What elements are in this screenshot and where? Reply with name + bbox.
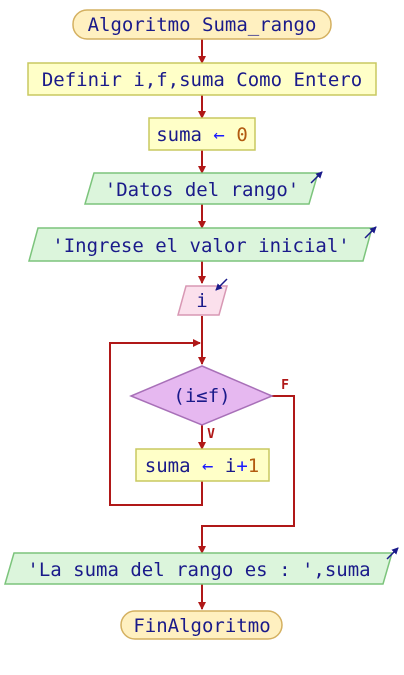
output-arrow-icon bbox=[310, 171, 323, 184]
false-label: F bbox=[281, 378, 289, 393]
start-label: Algoritmo Suma_rango bbox=[88, 14, 317, 36]
loop-body-node: suma ← i+1 bbox=[135, 448, 270, 482]
input-label: i bbox=[196, 290, 207, 312]
output2-label: 'Ingrese el valor inicial' bbox=[52, 235, 349, 257]
input-node: i bbox=[177, 278, 228, 316]
loop-body-label: suma ← i+1 bbox=[145, 455, 259, 477]
output-node-3: 'La suma del rango es : ',suma bbox=[4, 547, 399, 585]
loop-back-line bbox=[109, 339, 203, 506]
decision-node: (i≤f) V F bbox=[129, 365, 289, 442]
output-arrow-icon bbox=[386, 547, 399, 560]
output-node-2: 'Ingrese el valor inicial' bbox=[28, 226, 377, 262]
output-arrow-icon bbox=[364, 226, 377, 239]
true-label: V bbox=[207, 427, 215, 442]
output-node-1: 'Datos del rango' bbox=[84, 171, 323, 205]
false-branch-line bbox=[198, 395, 295, 554]
end-node: FinAlgoritmo bbox=[120, 610, 283, 640]
connectors bbox=[109, 39, 295, 610]
condition-label: (i≤f) bbox=[173, 385, 230, 407]
define-node: Definir i,f,suma Como Entero bbox=[27, 62, 377, 96]
define-label: Definir i,f,suma Como Entero bbox=[42, 69, 362, 91]
start-node: Algoritmo Suma_rango bbox=[72, 9, 332, 40]
output3-label: 'La suma del rango es : ',suma bbox=[27, 559, 370, 581]
end-label: FinAlgoritmo bbox=[133, 615, 270, 637]
input-arrow-icon bbox=[215, 278, 228, 291]
output1-label: 'Datos del rango' bbox=[105, 179, 299, 201]
assign-label: suma ← 0 bbox=[156, 124, 248, 146]
assign-node: suma ← 0 bbox=[148, 117, 256, 151]
